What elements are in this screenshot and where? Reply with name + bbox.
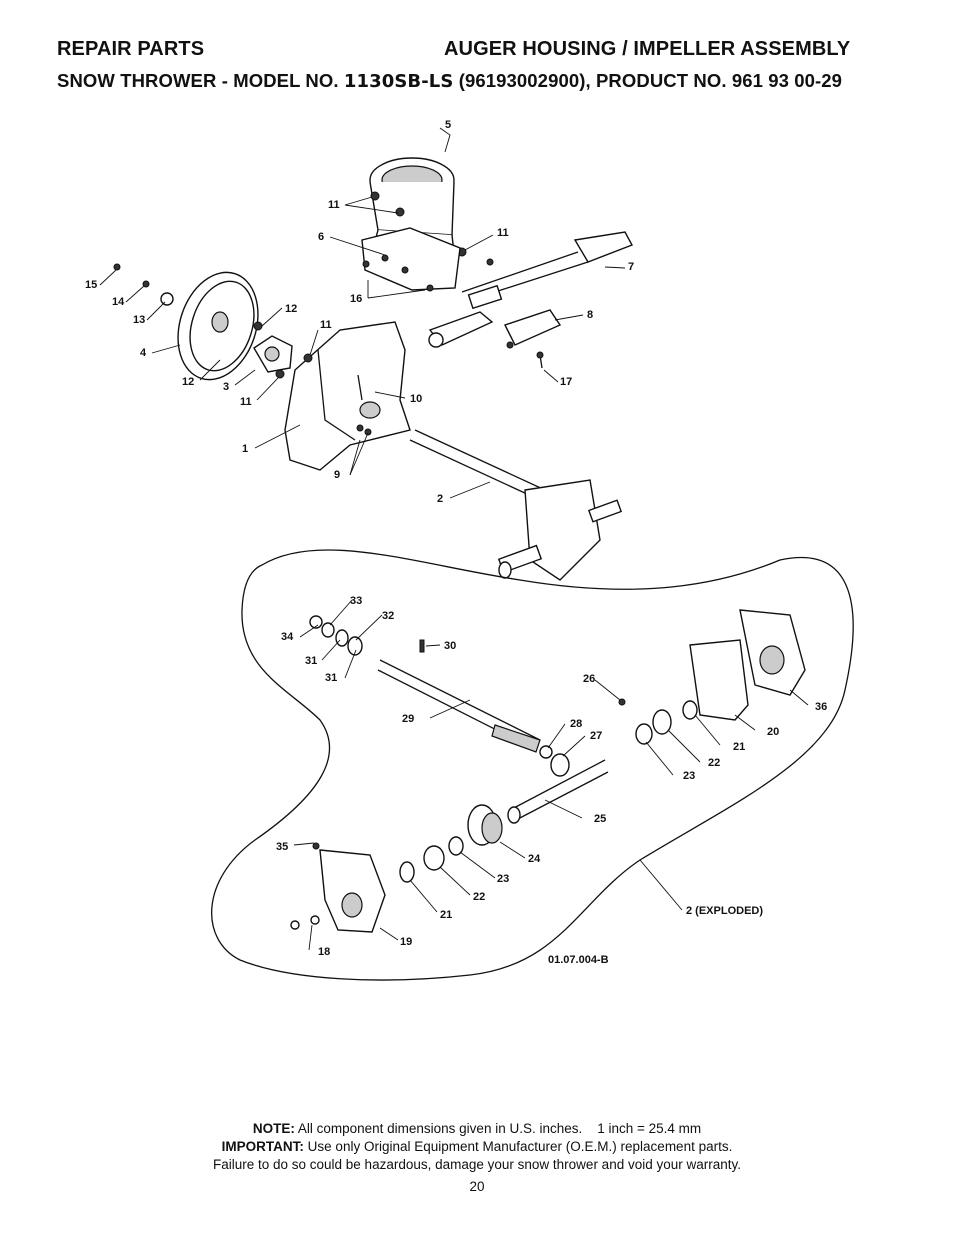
callout-label: 11 xyxy=(328,199,340,211)
callout-label: 28 xyxy=(570,718,582,730)
page-number: 20 xyxy=(469,1179,485,1194)
callout-label: 19 xyxy=(400,936,412,948)
important-label: IMPORTANT: xyxy=(221,1139,304,1154)
exploded-view-outline xyxy=(211,549,854,981)
chute-crank xyxy=(428,231,633,348)
note-label: NOTE: xyxy=(252,1121,295,1136)
callout-label: 17 xyxy=(560,376,572,388)
callout-label: 26 xyxy=(583,673,595,685)
callout-label: 12 xyxy=(285,303,297,315)
callout-label: 1 xyxy=(242,443,248,455)
bearing-plate xyxy=(253,321,293,379)
callout-label: 16 xyxy=(350,293,362,305)
callout-labels: 5 11 11 6 7 16 15 14 13 12 4 12 3 11 11 … xyxy=(85,119,827,966)
impeller-housing xyxy=(284,321,411,471)
chute-bracket xyxy=(361,227,494,292)
callout-label: 31 xyxy=(325,672,337,684)
callout-label: 14 xyxy=(112,296,125,308)
crank-bracket xyxy=(504,309,562,369)
exploded-parts xyxy=(290,609,806,933)
callout-label: 25 xyxy=(594,813,606,825)
note-text: All component dimensions given in U.S. i… xyxy=(297,1121,702,1136)
callout-label: 29 xyxy=(402,713,414,725)
subtitle-prefix: SNOW THROWER - MODEL NO. xyxy=(57,70,339,91)
warranty-warning: Failure to do so could be hazardous, dam… xyxy=(212,1157,742,1172)
callout-label: 6 xyxy=(318,231,324,243)
callout-label: 22 xyxy=(473,891,485,903)
callout-label: 24 xyxy=(528,853,541,865)
important-text: Use only Original Equipment Manufacturer… xyxy=(307,1139,733,1154)
callout-label: 9 xyxy=(334,469,340,481)
callout-label: 32 xyxy=(382,610,394,622)
callout-label: 3 xyxy=(223,381,229,393)
drawing-number: 01.07.004-B xyxy=(548,954,609,966)
callout-label: 21 xyxy=(440,909,452,921)
leader-lines xyxy=(99,127,809,951)
callout-label: 4 xyxy=(140,347,147,359)
auger-shaft-assembly xyxy=(409,429,623,581)
callout-label: 21 xyxy=(733,741,745,753)
callout-label: 11 xyxy=(240,396,252,408)
callout-label: 5 xyxy=(445,119,451,131)
model-number: 1130SB-LS xyxy=(343,71,454,92)
callout-label: 20 xyxy=(767,726,779,738)
callout-label: 7 xyxy=(628,261,634,273)
callout-label: 33 xyxy=(350,595,362,607)
callout-label: 15 xyxy=(85,279,97,291)
pulley xyxy=(113,263,259,381)
callout-label: 8 xyxy=(587,309,593,321)
callout-label: 27 xyxy=(590,730,602,742)
section-title: REPAIR PARTS xyxy=(57,38,205,60)
exploded-parts-diagram: 5 11 11 6 7 16 15 14 13 12 4 12 3 11 11 … xyxy=(85,119,854,981)
model-subtitle: SNOW THROWER - MODEL NO. 1130SB-LS (9619… xyxy=(57,70,842,92)
callout-label: 2 (EXPLODED) xyxy=(686,905,763,917)
subtitle-suffix: (96193002900), PRODUCT NO. 961 93 00-29 xyxy=(458,70,843,91)
callout-label: 34 xyxy=(281,631,294,643)
note-line: NOTE: All component dimensions given in … xyxy=(0,1121,954,1136)
important-line: IMPORTANT: Use only Original Equipment M… xyxy=(0,1139,954,1154)
assembly-title: AUGER HOUSING / IMPELLER ASSEMBLY xyxy=(444,38,851,60)
callout-label: 11 xyxy=(320,319,332,331)
callout-label: 12 xyxy=(182,376,194,388)
callout-label: 30 xyxy=(444,640,456,652)
callout-label: 22 xyxy=(708,757,720,769)
callout-label: 10 xyxy=(410,393,422,405)
callout-label: 31 xyxy=(305,655,317,667)
callout-label: 2 xyxy=(437,493,443,505)
callout-label: 18 xyxy=(318,946,330,958)
callout-label: 36 xyxy=(815,701,827,713)
callout-label: 23 xyxy=(683,770,695,782)
callout-label: 11 xyxy=(497,227,509,239)
callout-label: 13 xyxy=(133,314,145,326)
callout-label: 35 xyxy=(276,841,288,853)
callout-label: 23 xyxy=(497,873,509,885)
